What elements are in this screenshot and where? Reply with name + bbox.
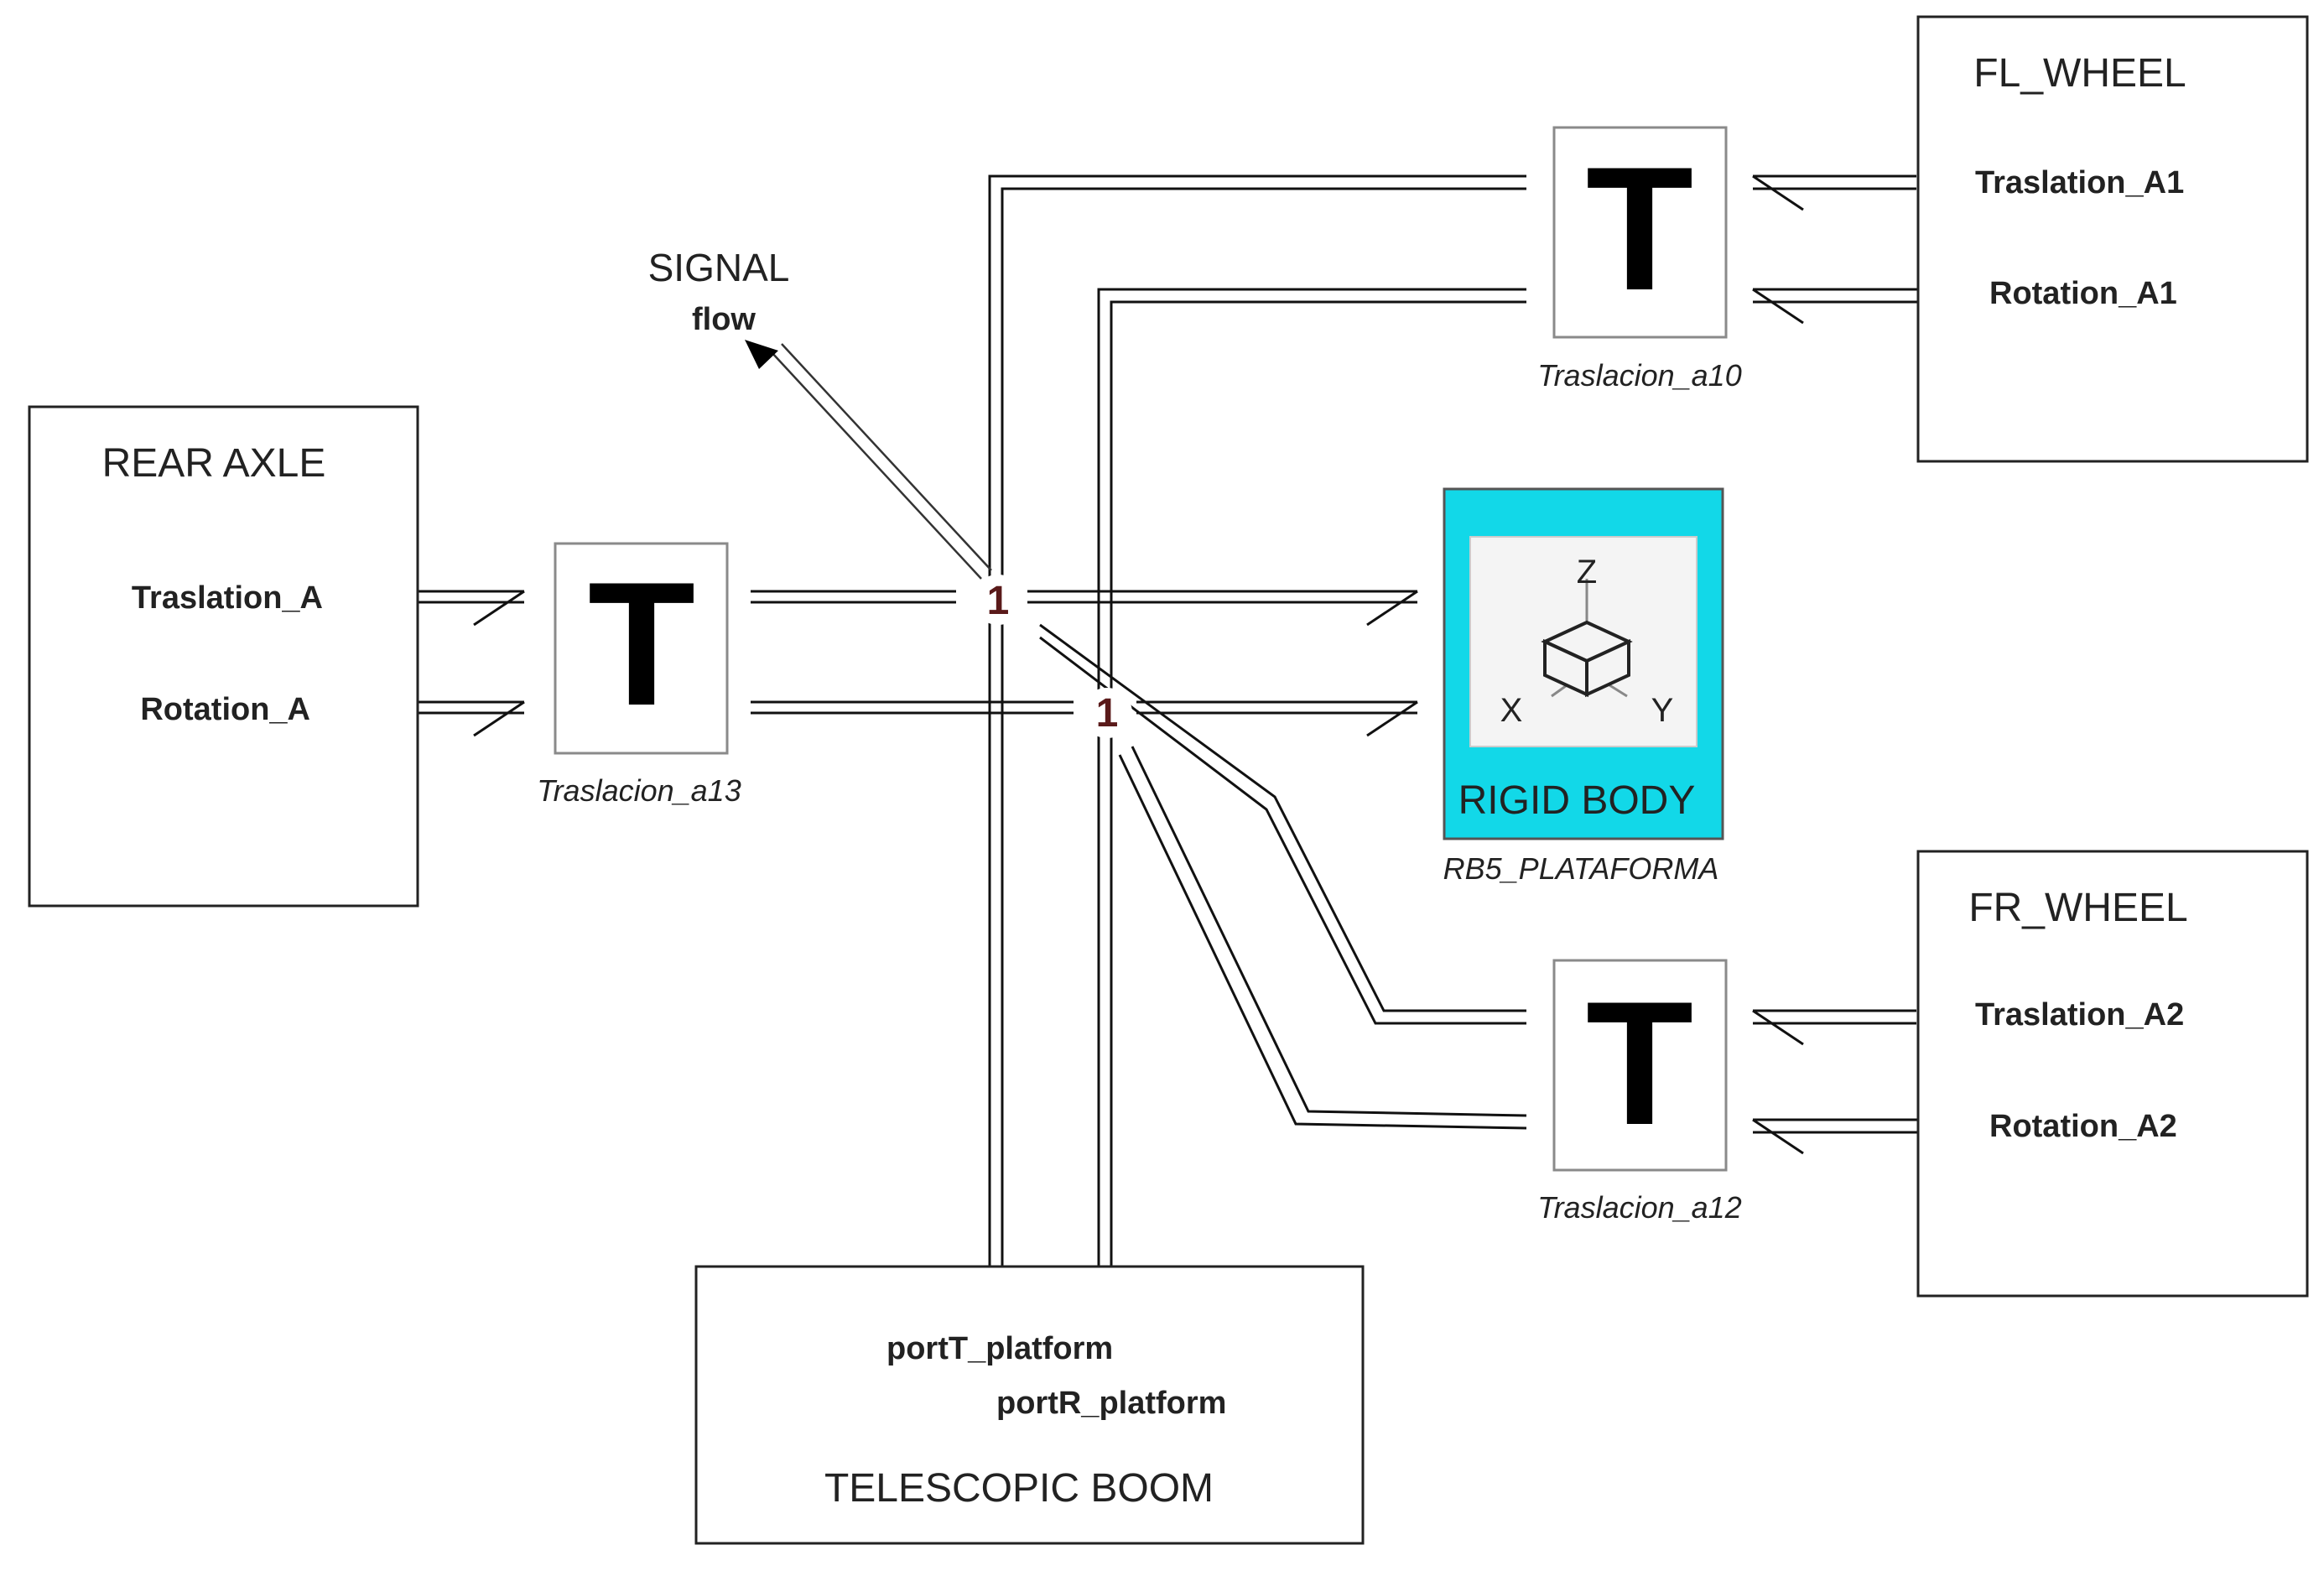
rear-axle-title: REAR AXLE: [102, 441, 326, 486]
transform-block-a12[interactable]: T Traslacion_a12: [1537, 959, 1742, 1225]
wire-junction-fr-rotation: [1118, 746, 1527, 1130]
transform-block-a13[interactable]: T Traslacion_a13: [537, 542, 741, 808]
rigid-body-title: RIGID BODY: [1458, 778, 1696, 823]
telescopic-boom-title: TELESCOPIC BOOM: [824, 1466, 1214, 1511]
fr-wheel-title: FR_WHEEL: [1968, 886, 2187, 930]
transform-instance-label: Traslacion_a10: [1537, 358, 1741, 393]
transform-instance-label: Traslacion_a13: [537, 773, 741, 808]
wire-t13-rotation: [751, 700, 1074, 715]
junction-node: 1: [1082, 688, 1132, 738]
wire-fl-translation: [1752, 174, 1916, 211]
port-label-translation: portT_platform: [886, 1331, 1113, 1366]
axis-x-label: X: [1500, 692, 1523, 729]
telescopic-boom-block[interactable]: portT_platform portR_platform TELESCOPIC…: [694, 1265, 1365, 1545]
translation-t-icon: T: [588, 545, 695, 742]
axis-y-label: Y: [1651, 692, 1674, 729]
translation-t-icon: T: [1586, 965, 1693, 1162]
wire-boom-translation-bus: [988, 174, 1526, 1275]
port-label-rotation: Rotation_A: [140, 692, 310, 727]
port-label-rotation: Rotation_A2: [1989, 1109, 2177, 1144]
port-label-translation: Traslation_A2: [1975, 997, 2184, 1033]
fr-wheel-block[interactable]: FR_WHEEL Traslation_A2 Rotation_A2: [1916, 850, 2309, 1298]
coordinate-axes-icon: Z X Y: [1500, 554, 1674, 729]
wire-boom-rotation-bus: [1097, 288, 1526, 1334]
fl-wheel-title: FL_WHEEL: [1973, 51, 2186, 96]
port-label-translation: Traslation_A1: [1975, 165, 2184, 200]
arrowhead-icon: [745, 340, 778, 369]
rear-axle-block[interactable]: REAR AXLE Traslation_A Rotation_A: [28, 405, 419, 908]
junction-label: 1: [1096, 691, 1119, 736]
transform-block-a10[interactable]: T Traslacion_a10: [1537, 126, 1742, 393]
signal-flow-arrow: [745, 340, 992, 580]
wire-t13-translation: [751, 590, 956, 604]
translation-t-icon: T: [1586, 130, 1693, 327]
signal-label: SIGNAL: [648, 246, 790, 289]
transform-instance-label: Traslacion_a12: [1537, 1190, 1741, 1225]
port-label-rotation: Rotation_A1: [1989, 276, 2177, 311]
axis-z-label: Z: [1577, 554, 1597, 590]
port-label-rotation: portR_platform: [996, 1386, 1226, 1421]
wire-junction-fr-translation: [1039, 623, 1526, 1025]
rigid-body-instance-label: RB5_PLATAFORMA: [1443, 851, 1719, 886]
flow-label: flow: [692, 302, 756, 337]
fl-wheel-block[interactable]: FL_WHEEL Traslation_A1 Rotation_A1: [1916, 15, 2309, 463]
connection-wires: [327, 174, 1971, 1334]
wire-junction-rigid-rotation: [1136, 700, 1418, 737]
signal-flow-label: SIGNAL flow: [648, 246, 790, 337]
rigid-body-block[interactable]: Z X Y RIGID BODY RB5_PLATAFORMA: [1443, 487, 1724, 886]
junction-label: 1: [987, 579, 1010, 623]
wire-junction-rigid-translation: [1027, 590, 1418, 627]
junction-node: 1: [973, 575, 1023, 625]
wire-fr-translation: [1752, 1009, 1916, 1046]
port-label-translation: Traslation_A: [132, 580, 323, 616]
